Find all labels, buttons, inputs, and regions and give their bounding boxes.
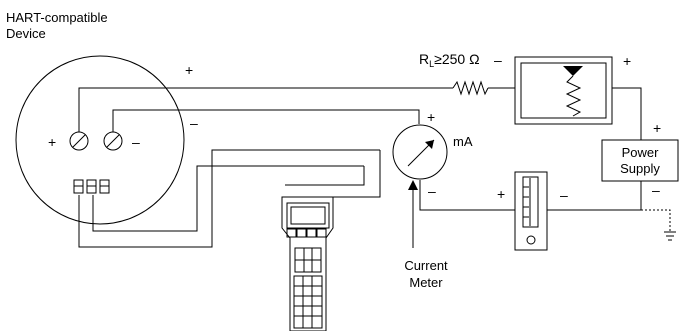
power-supply-minus-label: – — [652, 182, 660, 198]
flow-gauge — [514, 171, 548, 251]
device-label-line1: HART-compatible — [6, 10, 108, 25]
loop-wire-box-to-supply — [612, 87, 642, 140]
gauge-plus-label: + — [497, 186, 505, 202]
device-terminal-minus — [103, 131, 123, 151]
meter-unit-label: mA — [453, 134, 473, 149]
resistor-plus-label: + — [623, 53, 631, 69]
device-terminal-plus — [69, 131, 89, 151]
communicator-wire-outer — [78, 149, 380, 248]
device-terminal-plus-label: + — [48, 134, 56, 150]
loop-wire-meter-to-gauge — [419, 180, 515, 211]
hart-device-body — [15, 55, 185, 225]
resistor-minus-label: – — [494, 52, 502, 68]
device-terminal-minus-label: – — [132, 134, 140, 150]
ground-wire — [641, 209, 671, 232]
loop-wire-minus — [112, 109, 420, 132]
communicator-wire-b — [285, 166, 365, 186]
resistor-label: RL≥250 Ω — [419, 51, 480, 69]
meter-plus-label: + — [427, 109, 435, 125]
meter-label-line2: Meter — [409, 275, 443, 290]
device-loop-plus-label: + — [185, 62, 193, 78]
load-resistor — [452, 80, 489, 96]
device-connector-2 — [86, 179, 97, 194]
meter-label-line1: Current — [404, 258, 448, 273]
device-label-line2: Device — [6, 26, 46, 41]
power-supply-box — [601, 139, 679, 182]
power-supply-plus-label: + — [653, 120, 661, 136]
meter-minus-label: – — [428, 183, 436, 199]
loop-wire-plus — [78, 87, 453, 132]
power-supply-label-line2: Supply — [620, 161, 660, 176]
current-meter — [392, 124, 448, 180]
device-loop-minus-label: – — [190, 115, 198, 131]
device-connector-3 — [99, 179, 110, 194]
meter-pointer-arrow — [408, 180, 418, 248]
ground-icon — [664, 231, 676, 241]
variable-resistor-box — [514, 56, 613, 125]
power-supply-label-line1: Power — [622, 145, 660, 160]
communicator-wire-outer-2 — [92, 165, 364, 232]
hart-handheld-communicator — [281, 196, 334, 331]
gauge-minus-label: – — [560, 187, 568, 203]
device-connector-1 — [73, 179, 84, 194]
communicator-wire-a — [319, 150, 381, 198]
